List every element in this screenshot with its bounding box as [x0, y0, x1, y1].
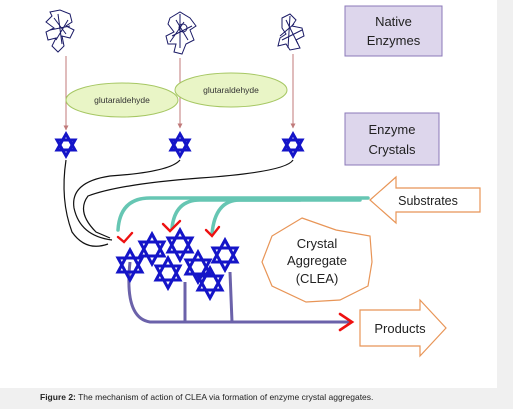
aggregate-star-7 — [195, 264, 225, 302]
native-enzymes-box: Native Enzymes — [344, 5, 443, 57]
enzyme-crystals-label-line1: Enzyme — [369, 122, 416, 137]
clea-label-shape: Crystal Aggregate (CLEA) — [261, 217, 373, 303]
enzyme-crystal-1 — [54, 130, 78, 160]
substrates-arrow: Substrates — [369, 175, 481, 225]
clea-label-line3: (CLEA) — [296, 271, 339, 286]
native-enzyme-3 — [277, 13, 305, 51]
aggregate-star-6 — [210, 236, 240, 274]
native-enzymes-label-line1: Native — [375, 14, 412, 29]
clea-mechanism-diagram: Native Enzymes glutaraldehyde glutaralde… — [45, 5, 481, 358]
glutaraldehyde-right-label: glutaraldehyde — [203, 85, 259, 95]
aggregate-star-1 — [115, 246, 145, 284]
products-label: Products — [374, 321, 426, 336]
products-arrow: Products — [359, 298, 447, 358]
glutaraldehyde-right: glutaraldehyde — [174, 72, 288, 108]
clea-label-line2: Aggregate — [287, 253, 347, 268]
aggregate-star-2 — [137, 230, 167, 268]
caption-prefix: Figure 2: — [40, 392, 76, 402]
diagram-panel: Native Enzymes glutaraldehyde glutaralde… — [0, 0, 497, 388]
enzyme-crystals-box: Enzyme Crystals — [344, 112, 440, 166]
native-enzyme-2 — [165, 11, 197, 55]
glutaraldehyde-left-label: glutaraldehyde — [94, 95, 150, 105]
product-links — [127, 261, 350, 324]
aggregate-star-4 — [153, 254, 183, 292]
product-arrowhead — [338, 312, 355, 332]
aggregate-star-3 — [165, 226, 195, 264]
enzyme-crystal-3 — [281, 130, 305, 160]
reaction-ticks — [116, 219, 221, 244]
crystal-aggregate — [115, 226, 240, 302]
figure-caption: Figure 2: The mechanism of action of CLE… — [40, 392, 510, 402]
substrate-flow-lines — [116, 196, 370, 236]
caption-text: The mechanism of action of CLEA via form… — [75, 392, 374, 402]
enzyme-crystal-2 — [168, 130, 192, 160]
aggregation-lines — [63, 159, 294, 247]
clea-label-line1: Crystal — [297, 236, 338, 251]
native-enzyme-1 — [45, 9, 75, 53]
aggregate-star-5 — [183, 248, 213, 286]
enzyme-crystals-label-line2: Crystals — [369, 142, 416, 157]
glutaraldehyde-left: glutaraldehyde — [65, 82, 179, 118]
substrates-label: Substrates — [398, 194, 458, 208]
native-enzymes-label-line2: Enzymes — [367, 33, 421, 48]
